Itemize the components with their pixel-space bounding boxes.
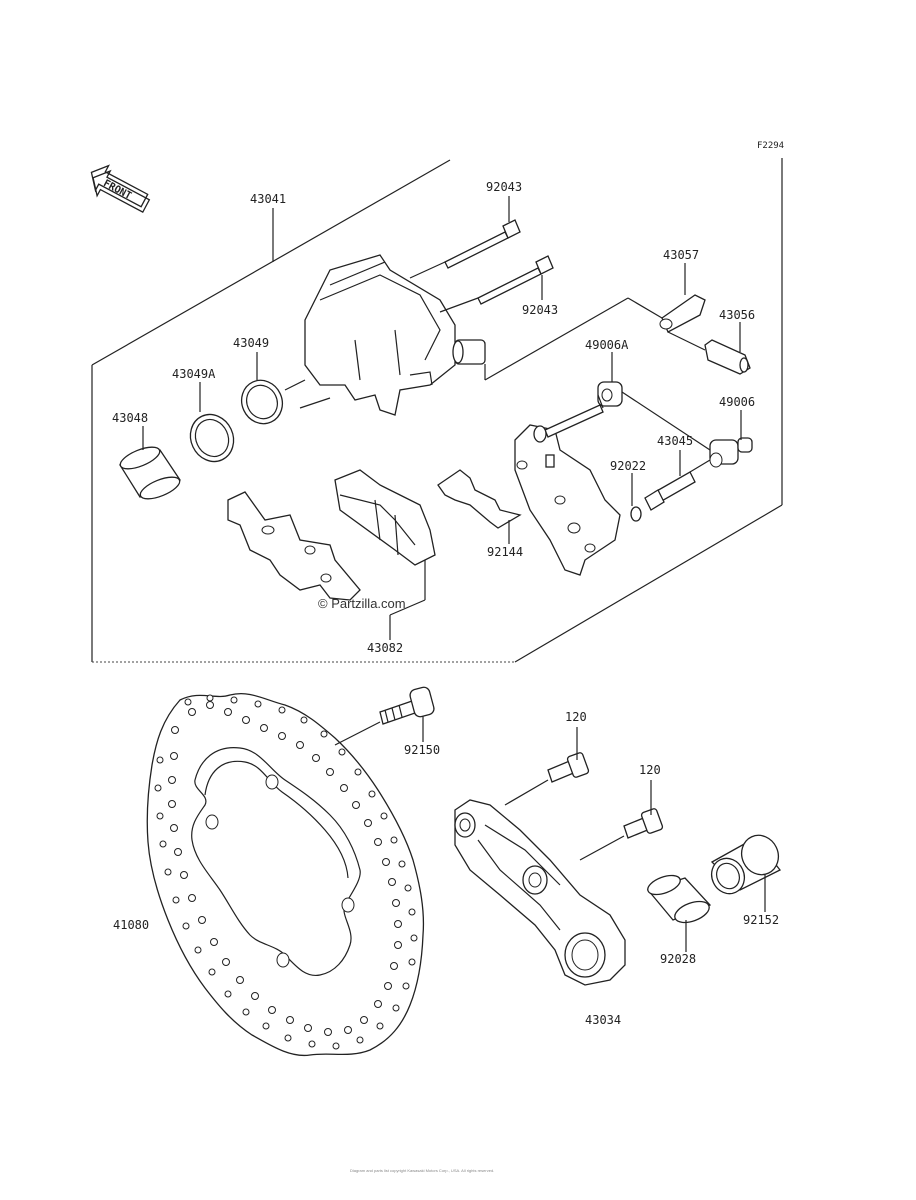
brake-disc [146,693,425,1057]
part-label-43057: 43057 [663,248,699,262]
part-label-43041: 43041 [250,192,286,206]
disc-vent-holes [154,694,418,1050]
slide-pin-upper [444,219,521,269]
sleeve [710,834,782,895]
bleed-valve-cap [659,294,706,333]
brake-pads [334,469,436,566]
part-label-92043-upper: 92043 [486,180,522,194]
piston-seal [240,379,284,425]
slide-pin-lower [477,255,554,305]
part-label-43048: 43048 [112,411,148,425]
part-label-43056: 43056 [719,308,755,322]
part-label-92150: 92150 [404,743,440,757]
collar [646,874,712,924]
part-label-92022: 92022 [610,459,646,473]
boot-lower [709,437,753,468]
part-label-92043-lower: 92043 [522,303,558,317]
leader-lines-lower [422,716,766,952]
front-arrow-icon: FRONT [90,164,151,213]
dust-seal [189,413,235,463]
part-label-49006a: 49006A [585,338,629,352]
diagram-code: F2294 [757,141,784,151]
bracket-pin [533,404,604,443]
bracket-bolt-upper [504,752,590,806]
part-label-92152: 92152 [743,913,779,927]
caliper-body [304,254,486,416]
guide-pin [644,471,696,511]
leader-lines-upper [142,196,742,640]
footer-copyright: Diagram and parts list copyright Kawasak… [350,1168,494,1173]
boot-upper [597,381,623,407]
part-label-92144: 92144 [487,545,523,559]
caliper-bracket [514,424,621,576]
part-label-120-lower: 120 [639,763,661,777]
torque-link [454,799,626,986]
part-label-43045: 43045 [657,434,693,448]
part-label-92028: 92028 [660,952,696,966]
part-label-41080: 41080 [113,918,149,932]
part-label-49006: 49006 [719,395,755,409]
disc-bolt [334,686,435,746]
o-ring [630,506,642,522]
bracket-bolt-lower [579,808,664,861]
bleed-valve [704,339,751,375]
part-label-43049a: 43049A [172,367,216,381]
piston [119,446,181,500]
part-label-43082: 43082 [367,641,403,655]
pad-shim [227,491,361,601]
part-label-120-upper: 120 [565,710,587,724]
caliper-assembly-frame [91,158,783,663]
pad-spring [437,469,522,529]
part-label-43049: 43049 [233,336,269,350]
part-label-43034: 43034 [585,1013,621,1027]
watermark: © Partzilla.com [318,596,406,611]
